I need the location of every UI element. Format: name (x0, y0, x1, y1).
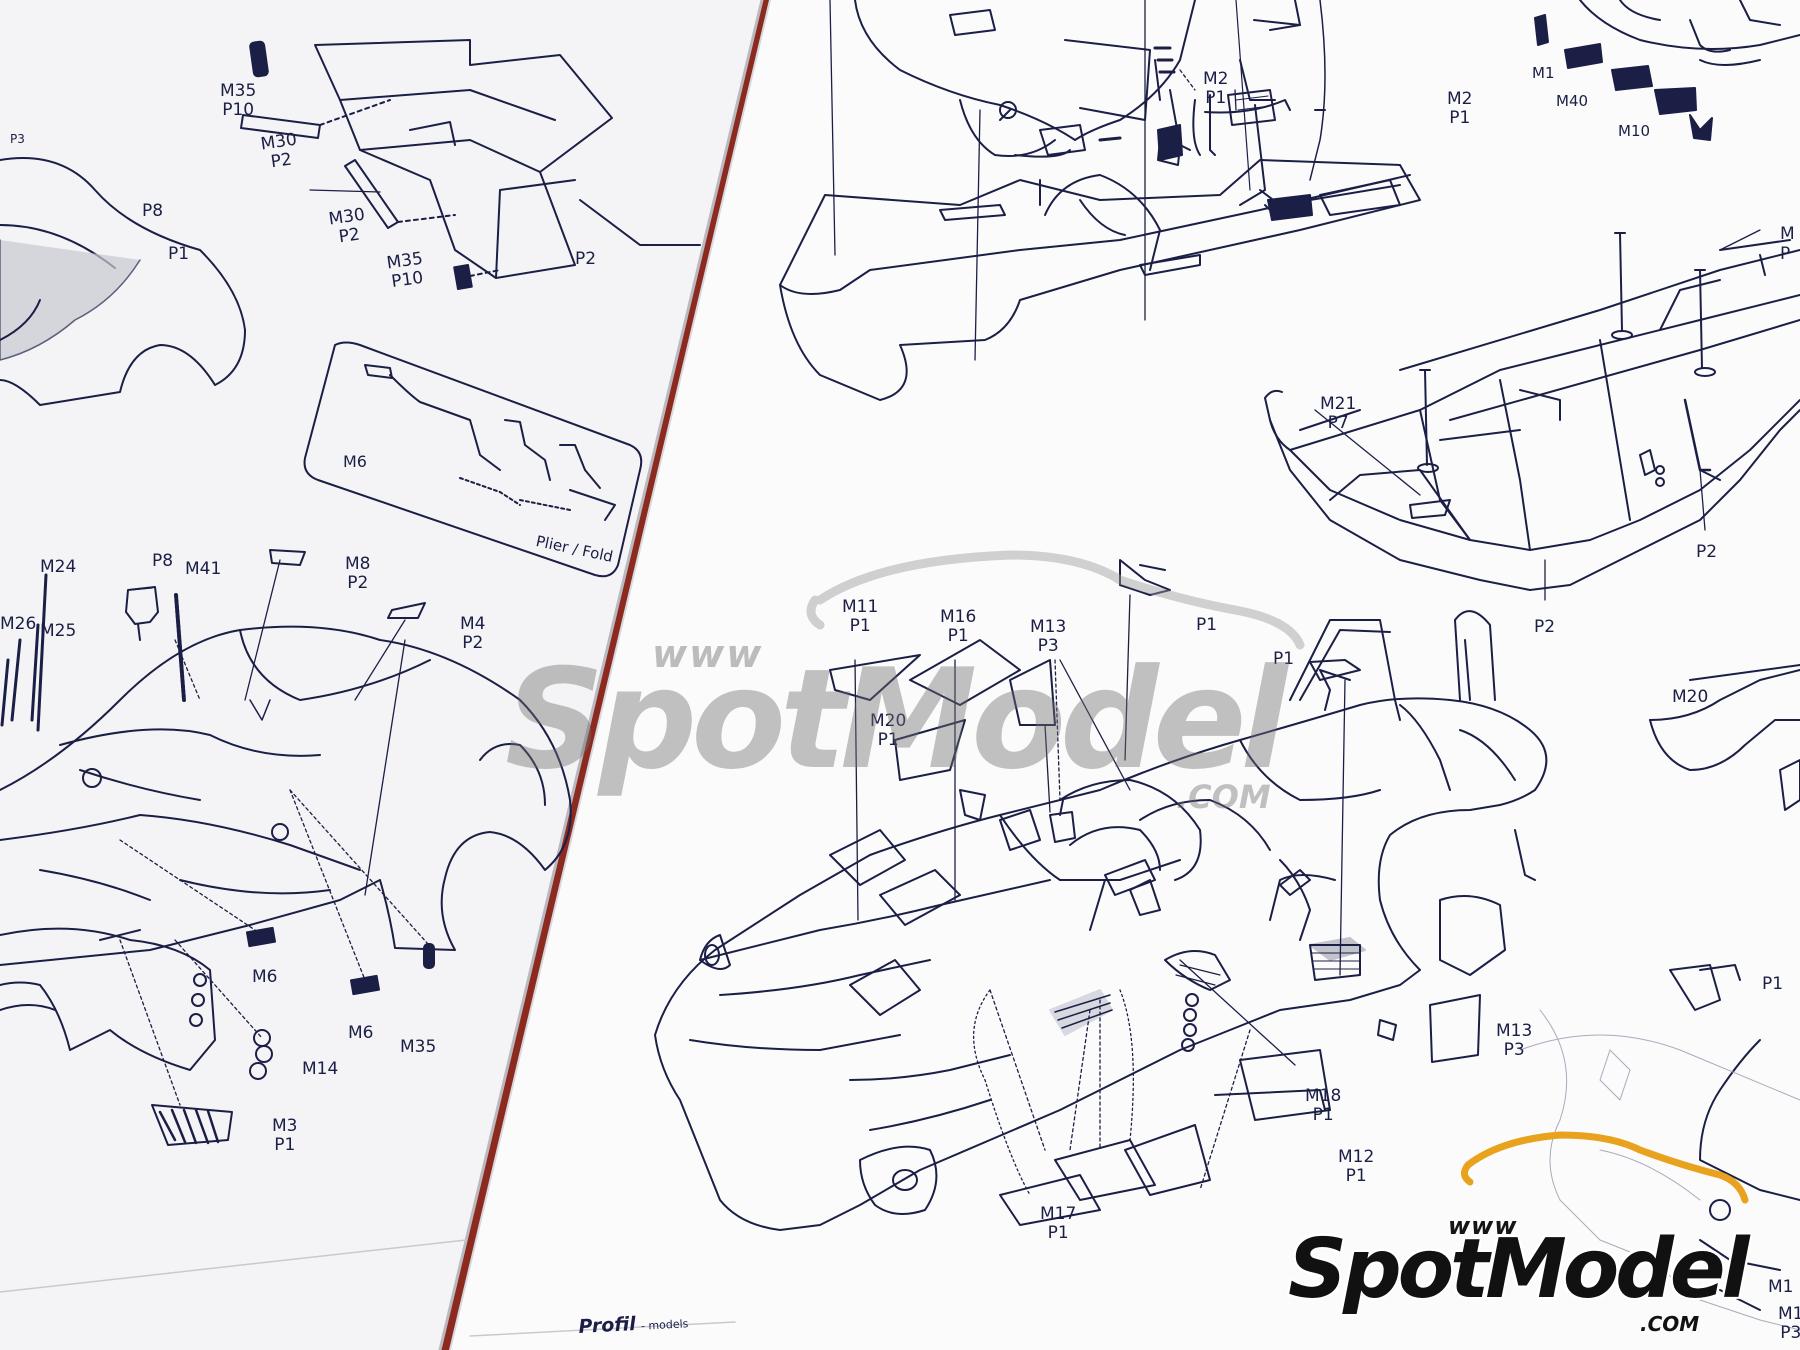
part-label: M13 P3 (1030, 617, 1067, 656)
leader-lines-main (854, 594, 1346, 1196)
part-label: M8 P2 (345, 554, 371, 593)
watermark-corner-suffix: .COM (1640, 1312, 1700, 1336)
leader-lines-right-top (1314, 229, 1761, 601)
body-shell-main-car (654, 610, 1548, 1231)
part-label: M20 P1 (870, 711, 907, 750)
part-label: P2 (575, 249, 597, 269)
page-footer-line (0, 1239, 467, 1293)
publisher-name: Profil (578, 1313, 637, 1338)
body-shell-right-edge (1519, 664, 1800, 1331)
watermark-center-name: SpotModel (505, 639, 1288, 800)
part-label: M20 (1672, 687, 1709, 707)
small-parts-main-car (959, 559, 1397, 1041)
publisher-suffix: - models (640, 1317, 689, 1333)
body-shell-left-top (0, 157, 246, 406)
wing-decals (240, 40, 501, 291)
part-label: M24 (40, 557, 77, 577)
part-label: M4 P2 (460, 614, 486, 653)
part-label: M6 (348, 1023, 374, 1043)
watermark-corner-outline (1461, 1131, 1749, 1204)
page-edge (438, 0, 764, 1350)
part-label: M3 P1 (272, 1116, 298, 1155)
part-label: P3 (10, 132, 25, 146)
part-label: P1 (1762, 974, 1784, 994)
watermark-corner-prefix: www (1448, 1212, 1518, 1240)
small-parts-top-right (1534, 0, 1800, 141)
part-label: P2 (1696, 542, 1718, 562)
watermark-center-prefix: www (652, 632, 764, 676)
watermark-car-outline (806, 550, 1305, 650)
page-footer-line-right (469, 1321, 736, 1337)
part-label: M1 P3 (1778, 1304, 1800, 1343)
part-label: P8 (152, 551, 174, 571)
part-label: P (1780, 244, 1791, 264)
part-label: M40 (1556, 92, 1589, 110)
part-label: M30 P2 (327, 204, 367, 248)
part-label: M41 (185, 559, 222, 579)
part-label: M11 P1 (842, 597, 879, 636)
part-label: P1 (168, 244, 190, 264)
part-label: M14 (302, 1059, 339, 1079)
leader-lines-top-center (829, 0, 1237, 361)
body-shell-top-center (854, 0, 1301, 157)
part-label: M13 P3 (1496, 1021, 1533, 1060)
watermark-corner-name: SpotModel (1288, 1222, 1750, 1317)
leader-lines-left (119, 189, 429, 1106)
part-label: M2 P1 (1203, 69, 1229, 108)
watermark-center-suffix: .COM (1176, 778, 1271, 816)
undertray-right (1264, 239, 1800, 591)
part-label: M35 (400, 1037, 437, 1057)
inset-label: M6 (343, 452, 367, 471)
part-label: M10 (1618, 122, 1651, 140)
screw-parts-right (1409, 232, 1716, 519)
part-label: M (1780, 224, 1795, 244)
part-label: M16 P1 (940, 607, 977, 646)
part-label: M21 P7 (1320, 394, 1357, 433)
part-label: M1 (1532, 64, 1555, 82)
decal-panels-main (829, 639, 1741, 1226)
part-label: M35 P10 (220, 81, 257, 120)
body-shell-left-main (0, 625, 572, 966)
part-label: P8 (142, 201, 164, 221)
small-parts-left (0, 549, 435, 1146)
part-label: M6 (252, 967, 278, 987)
part-label: M2 P1 (1447, 89, 1473, 128)
part-label: M1 (1768, 1277, 1794, 1297)
part-label: M30 P2 (259, 129, 299, 173)
part-label: M26 (0, 614, 37, 634)
page-edge-right (449, 0, 771, 1350)
part-label: M12 P1 (1338, 1147, 1375, 1186)
part-label: M35 P10 (385, 248, 425, 293)
part-label: P2 (1534, 617, 1556, 637)
nose-section-left (0, 927, 216, 1071)
small-parts-top-center (1098, 0, 1326, 221)
part-label: M17 P1 (1040, 1204, 1077, 1243)
part-label: P1 (1273, 649, 1295, 669)
watermark-corner: www SpotModel .COM (1288, 1210, 1750, 1350)
part-label: M18 P1 (1305, 1086, 1342, 1125)
rear-wing-part (314, 39, 701, 279)
part-label: M25 (40, 621, 77, 641)
inset-fold-box (303, 341, 643, 578)
part-label: P1 (1196, 615, 1218, 635)
